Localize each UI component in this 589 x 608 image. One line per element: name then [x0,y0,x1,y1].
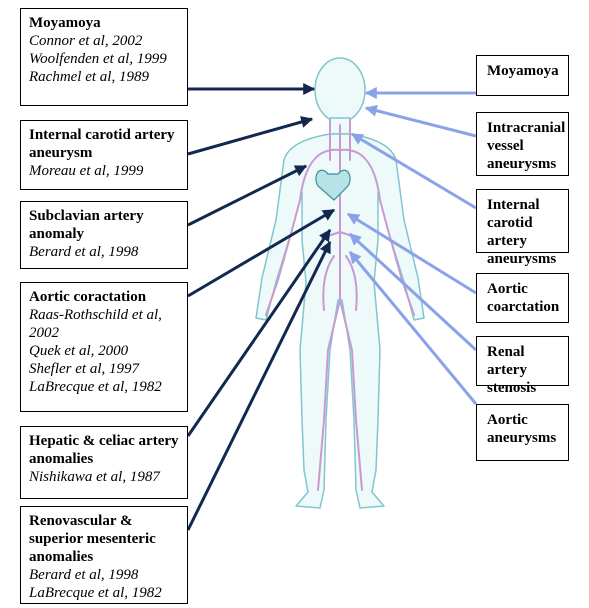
right-box-internal-carotid: Internal carotid artery aneurysms [476,189,569,253]
citation: Berard et al, 1998 [29,566,181,584]
citation: Nishikawa et al, 1987 [29,468,181,486]
left-box-title: Hepatic & celiac artery anomalies [29,432,181,468]
right-box-title: Renal artery stenosis [487,344,536,396]
left-box-internal-carotid: Internal carotid artery aneurysm Moreau … [20,120,188,190]
citation: Raas-Rothschild et al, 2002 [29,306,181,342]
left-box-renovascular: Renovascular & superior mesenteric anoma… [20,506,188,604]
citation: Shefler et al, 1997 [29,360,181,378]
right-box-renal-stenosis: Renal artery stenosis [476,336,569,386]
right-box-title: Aortic aneurysms [487,412,556,446]
citation: Woolfenden et al, 1999 [29,50,181,68]
left-box-hepatic-celiac: Hepatic & celiac artery anomalies Nishik… [20,426,188,499]
right-box-intracranial: Intracranial vessel aneurysms [476,112,569,176]
left-box-title: Aortic coractation [29,288,181,306]
right-box-title: Aortic coarctation [487,281,559,315]
citation: Quek et al, 2000 [29,342,181,360]
right-box-title: Moyamoya [487,63,559,79]
left-box-title: Moyamoya [29,14,181,32]
citation: Berard et al, 1998 [29,243,181,261]
left-box-title: Renovascular & superior mesenteric anoma… [29,512,181,566]
left-box-moyamoya: Moyamoya Connor et al, 2002 Woolfenden e… [20,8,188,106]
left-box-title: Internal carotid artery aneurysm [29,126,181,162]
right-box-moyamoya: Moyamoya [476,55,569,96]
left-box-subclavian: Subclavian artery anomaly Berard et al, … [20,201,188,269]
right-box-aortic-aneurysms: Aortic aneurysms [476,404,569,461]
citation: LaBrecque et al, 1982 [29,584,181,602]
left-box-aortic-coractation: Aortic coractation Raas-Rothschild et al… [20,282,188,412]
right-box-title: Intracranial vessel aneurysms [487,120,565,172]
citation: Rachmel et al, 1989 [29,68,181,86]
citation: Connor et al, 2002 [29,32,181,50]
citation: LaBrecque et al, 1982 [29,378,181,396]
citation: Moreau et al, 1999 [29,162,181,180]
right-box-title: Internal carotid artery aneurysms [487,197,556,267]
left-box-title: Subclavian artery anomaly [29,207,181,243]
right-box-aortic-coarctation: Aortic coarctation [476,273,569,323]
